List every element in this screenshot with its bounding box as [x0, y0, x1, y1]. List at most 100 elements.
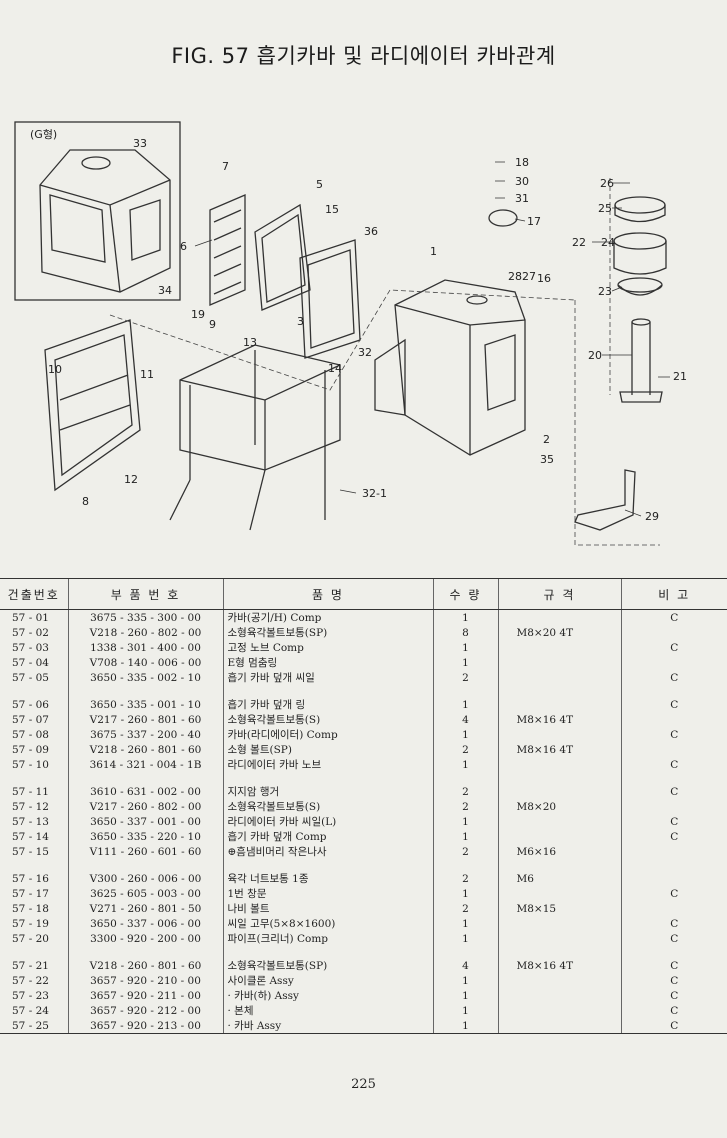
cell-spec — [497, 829, 621, 844]
cell-no: 57 - 06 — [12, 698, 49, 711]
group-spacer — [0, 859, 727, 871]
cell-part: V708 - 140 - 006 - 00 — [67, 655, 223, 670]
spacer-cell — [432, 946, 498, 958]
cell-qty: 2 — [432, 901, 498, 916]
spacer-cell — [620, 685, 727, 697]
callout-6: 6 — [180, 240, 187, 253]
header-qty: 수 량 — [432, 578, 498, 610]
cell-name: 흡기 카바 덮개 씨일 — [222, 670, 433, 685]
cell-no: 57 - 05 — [12, 671, 49, 684]
cell-remark: C — [620, 757, 727, 772]
main-cover-part — [374, 279, 526, 456]
cell-name: 소형 볼트(SP) — [222, 742, 433, 757]
table-header-row: 건출번호 부 품 번 호 품 명 수 량 규 격 비 고 — [0, 578, 727, 610]
cell-remark: C — [620, 640, 727, 655]
cell-name: E형 멈춤링 — [222, 655, 433, 670]
cell-name: 고정 노브 Comp — [222, 640, 433, 655]
cell-no: 57 - 03 — [12, 641, 49, 654]
cell-qty: 1 — [432, 757, 498, 772]
cell-part: 3300 - 920 - 200 - 00 — [67, 931, 223, 946]
cell-part: 3675 - 335 - 300 - 00 — [67, 609, 223, 625]
cell-part: 3650 - 337 - 006 - 00 — [67, 916, 223, 931]
cell-part: 1338 - 301 - 400 - 00 — [67, 640, 223, 655]
cell-no: 57 - 01 — [12, 611, 49, 624]
header-part-no: 부 품 번 호 — [67, 578, 223, 610]
callout-36: 36 — [364, 225, 378, 238]
callout-1: 1 — [430, 245, 437, 258]
cell-remark — [620, 799, 727, 814]
callout-18: 18 — [515, 156, 529, 169]
callout-30: 30 — [515, 175, 529, 188]
cell-qty: 1 — [432, 640, 498, 655]
inset-box — [14, 121, 181, 301]
cell-spec — [497, 757, 621, 772]
spacer-cell — [0, 685, 68, 697]
cell-part: 3657 - 920 - 210 - 00 — [67, 973, 223, 988]
cell-spec — [497, 931, 621, 946]
spacer-cell — [620, 772, 727, 784]
cell-qty: 1 — [432, 697, 498, 712]
spacer-cell — [497, 946, 621, 958]
radiator-frame-part — [169, 344, 341, 531]
spacer-cell — [222, 859, 433, 871]
callout-35: 35 — [540, 453, 554, 466]
header-item-no: 건출번호 — [0, 578, 68, 610]
spacer-cell — [620, 946, 727, 958]
cell-no: 57 - 21 — [12, 959, 49, 972]
spacer-cell — [67, 859, 223, 871]
cell-no: 57 - 13 — [12, 815, 49, 828]
cell-part: V217 - 260 - 801 - 60 — [67, 712, 223, 727]
window-cover-part — [488, 209, 518, 227]
cell-spec — [497, 886, 621, 901]
callout-22: 22 — [572, 236, 586, 249]
cell-no: 57 - 25 — [0, 1018, 68, 1034]
cell-remark — [620, 712, 727, 727]
cell-name: 사이클론 Assy — [222, 973, 433, 988]
callout-29: 29 — [645, 510, 659, 523]
cell-no: 57 - 15 — [12, 845, 49, 858]
cell-spec — [497, 916, 621, 931]
cell-qty: 1 — [432, 655, 498, 670]
cell-spec — [497, 727, 621, 742]
cell-no: 57 - 09 — [12, 743, 49, 756]
cell-qty: 1 — [432, 1018, 498, 1034]
cell-spec — [497, 655, 621, 670]
spacer-cell — [67, 685, 223, 697]
cell-part: V300 - 260 - 006 - 00 — [67, 871, 223, 886]
callout-10: 10 — [48, 363, 62, 376]
cell-no: 57 - 18 — [12, 902, 49, 915]
cell-remark: C — [620, 784, 727, 799]
inset-cover-drawing — [39, 149, 171, 293]
cell-name: 카바(공기/H) Comp — [222, 609, 433, 625]
cell-part: 3657 - 920 - 212 - 00 — [67, 1003, 223, 1018]
cell-no: 57 - 12 — [12, 800, 49, 813]
spacer-cell — [497, 772, 621, 784]
cell-remark — [620, 871, 727, 886]
cell-part: 3614 - 321 - 004 - 1B — [67, 757, 223, 772]
cell-remark — [620, 844, 727, 859]
cell-part: 3657 - 920 - 213 - 00 — [67, 1018, 223, 1034]
cell-name: 소형육각볼트보통(SP) — [222, 625, 433, 640]
callout-12: 12 — [124, 473, 138, 486]
cell-remark — [620, 742, 727, 757]
cell-name: ⊕흠냄비머리 작은나사 — [222, 844, 433, 859]
cell-remark: C — [620, 1003, 727, 1018]
cyclone-parts — [613, 196, 667, 403]
cell-qty: 4 — [432, 712, 498, 727]
cell-name: 나비 볼트 — [222, 901, 433, 916]
cell-remark: C — [620, 916, 727, 931]
callout-13: 13 — [243, 336, 257, 349]
cell-name: · 카바 Assy — [222, 1018, 433, 1034]
